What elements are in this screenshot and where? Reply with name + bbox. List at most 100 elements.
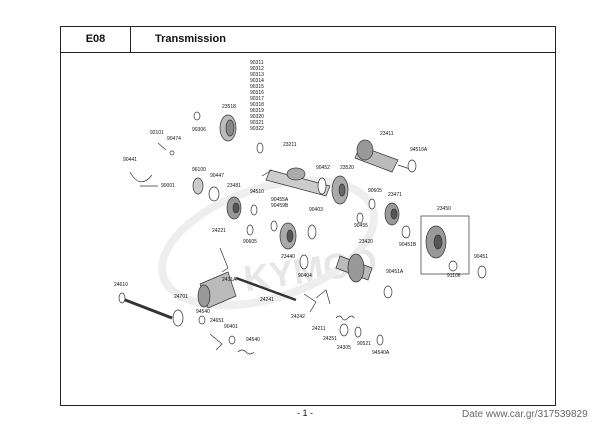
- part-label-23471: 23471: [388, 192, 402, 198]
- part-label-24651: 24651: [210, 318, 224, 324]
- part-label-94540A: 94540A: [372, 350, 390, 356]
- header-row: E08 Transmission: [61, 27, 555, 53]
- bearing-90451B: [401, 225, 411, 239]
- part-label-23420: 23420: [359, 239, 373, 245]
- bearing-96100: [192, 177, 204, 195]
- part-label-2431A: 2431A: [222, 277, 237, 283]
- part-label-23518: 23518: [222, 104, 236, 110]
- part-label-23450: 23450: [437, 206, 451, 212]
- part-label-24242: 24242: [291, 314, 305, 320]
- part-label-90451B: 90451B: [399, 242, 417, 248]
- gear-23440: [279, 222, 297, 250]
- rod-24241: [235, 276, 297, 302]
- nut-90474: [169, 150, 175, 156]
- part-label-90317: 90317: [250, 96, 264, 102]
- part-label-94540: 94540: [196, 309, 210, 315]
- washer-90306: [193, 111, 201, 121]
- part-label-90452: 90452: [316, 165, 330, 171]
- part-number-labels: 9031190312903139031490315903169031790318…: [114, 60, 488, 356]
- washer-90452: [317, 177, 327, 195]
- clip-94540A: [376, 334, 384, 346]
- part-label-90001: 90001: [161, 183, 175, 189]
- fork-24211: [315, 289, 331, 305]
- bearing-90451A: [383, 285, 393, 299]
- seal-24701: [172, 309, 184, 327]
- washer-90404: [299, 254, 309, 270]
- part-label-90314: 90314: [250, 78, 264, 84]
- bearing-90451: [477, 265, 487, 279]
- part-label-23520: 23520: [340, 165, 354, 171]
- washer-90311: [256, 142, 264, 154]
- part-label-90306: 90306: [192, 127, 206, 133]
- fork-24221: [219, 247, 229, 273]
- shift-shaft-24610: [118, 292, 173, 320]
- circlip-90441: [129, 171, 153, 183]
- washer-90605: [368, 198, 376, 210]
- bevel-gear-23518: [219, 114, 237, 142]
- washer-90605b: [246, 224, 254, 236]
- part-label-24701: 24701: [174, 294, 188, 300]
- part-label-23211: 23211: [283, 142, 297, 148]
- part-label-94540b: 94540: [246, 337, 260, 343]
- part-label-90320: 90320: [250, 114, 264, 120]
- part-label-90447: 90447: [210, 173, 224, 179]
- part-label-23481: 23481: [227, 183, 241, 189]
- gear-23420: [335, 253, 373, 283]
- part-label-90404: 90404: [298, 273, 312, 279]
- shift-drum-2431A: [197, 271, 237, 309]
- part-label-90455A: 90455A: [271, 197, 289, 203]
- part-label-90313: 90313: [250, 72, 264, 78]
- part-label-90459B: 90459B: [271, 203, 289, 209]
- part-label-90322: 90322: [250, 126, 264, 132]
- bolt-92101: [157, 142, 167, 151]
- washer-90455A: [270, 220, 278, 232]
- clip-94540: [198, 315, 206, 325]
- part-label-23440: 23440: [281, 254, 295, 260]
- washer-90521: [354, 326, 362, 338]
- part-label-90474: 90474: [167, 136, 181, 142]
- part-label-96100: 96100: [192, 167, 206, 173]
- part-label-90403: 90403: [309, 207, 323, 213]
- gear-23471: [384, 202, 400, 226]
- seal-90447: [208, 186, 220, 202]
- part-label-90319: 90319: [250, 108, 264, 114]
- part-label-90605b: 90605: [243, 239, 257, 245]
- part-label-94510A: 94510A: [410, 147, 428, 153]
- bearing-94510: [250, 204, 258, 216]
- gear-23520: [331, 175, 349, 205]
- part-label-90455: 90455: [354, 223, 368, 229]
- part-label-90311: 90311: [250, 60, 264, 66]
- part-label-90451: 90451: [474, 254, 488, 260]
- shaft-23211: [261, 167, 331, 197]
- washer-24305: [339, 323, 349, 337]
- part-label-90315: 90315: [250, 84, 264, 90]
- assembly-box-23450: [420, 215, 470, 275]
- part-label-24211: 24211: [312, 326, 326, 332]
- bearing-94510A: [407, 159, 417, 173]
- part-label-90321: 90321: [250, 120, 264, 126]
- part-label-24305: 24305: [337, 345, 351, 351]
- gear-23481: [226, 196, 242, 220]
- part-label-91106: 91106: [447, 273, 461, 279]
- spring-94540b: [237, 349, 255, 355]
- spring-24251: [335, 315, 355, 321]
- gear-23450: [425, 225, 447, 259]
- part-label-90521: 90521: [357, 341, 371, 347]
- part-label-94510: 94510: [250, 189, 264, 195]
- bolt-90401: [228, 335, 236, 345]
- part-label-90401: 90401: [224, 324, 238, 330]
- footer-watermark: Date www.car.gr/317539829: [462, 409, 588, 420]
- bearing-91106: [448, 260, 458, 272]
- part-label-90441: 90441: [123, 157, 137, 163]
- washer-90455: [356, 212, 364, 224]
- lever-24651: [209, 333, 223, 351]
- section-code: E08: [61, 27, 131, 52]
- part-label-23411: 23411: [380, 131, 394, 137]
- part-label-90451A: 90451A: [386, 269, 404, 275]
- shaft-23411: [354, 139, 411, 173]
- part-label-92101: 92101: [150, 130, 164, 136]
- part-label-24241: 24241: [260, 297, 274, 303]
- fork-24242: [303, 293, 317, 313]
- part-label-90605: 90605: [368, 188, 382, 194]
